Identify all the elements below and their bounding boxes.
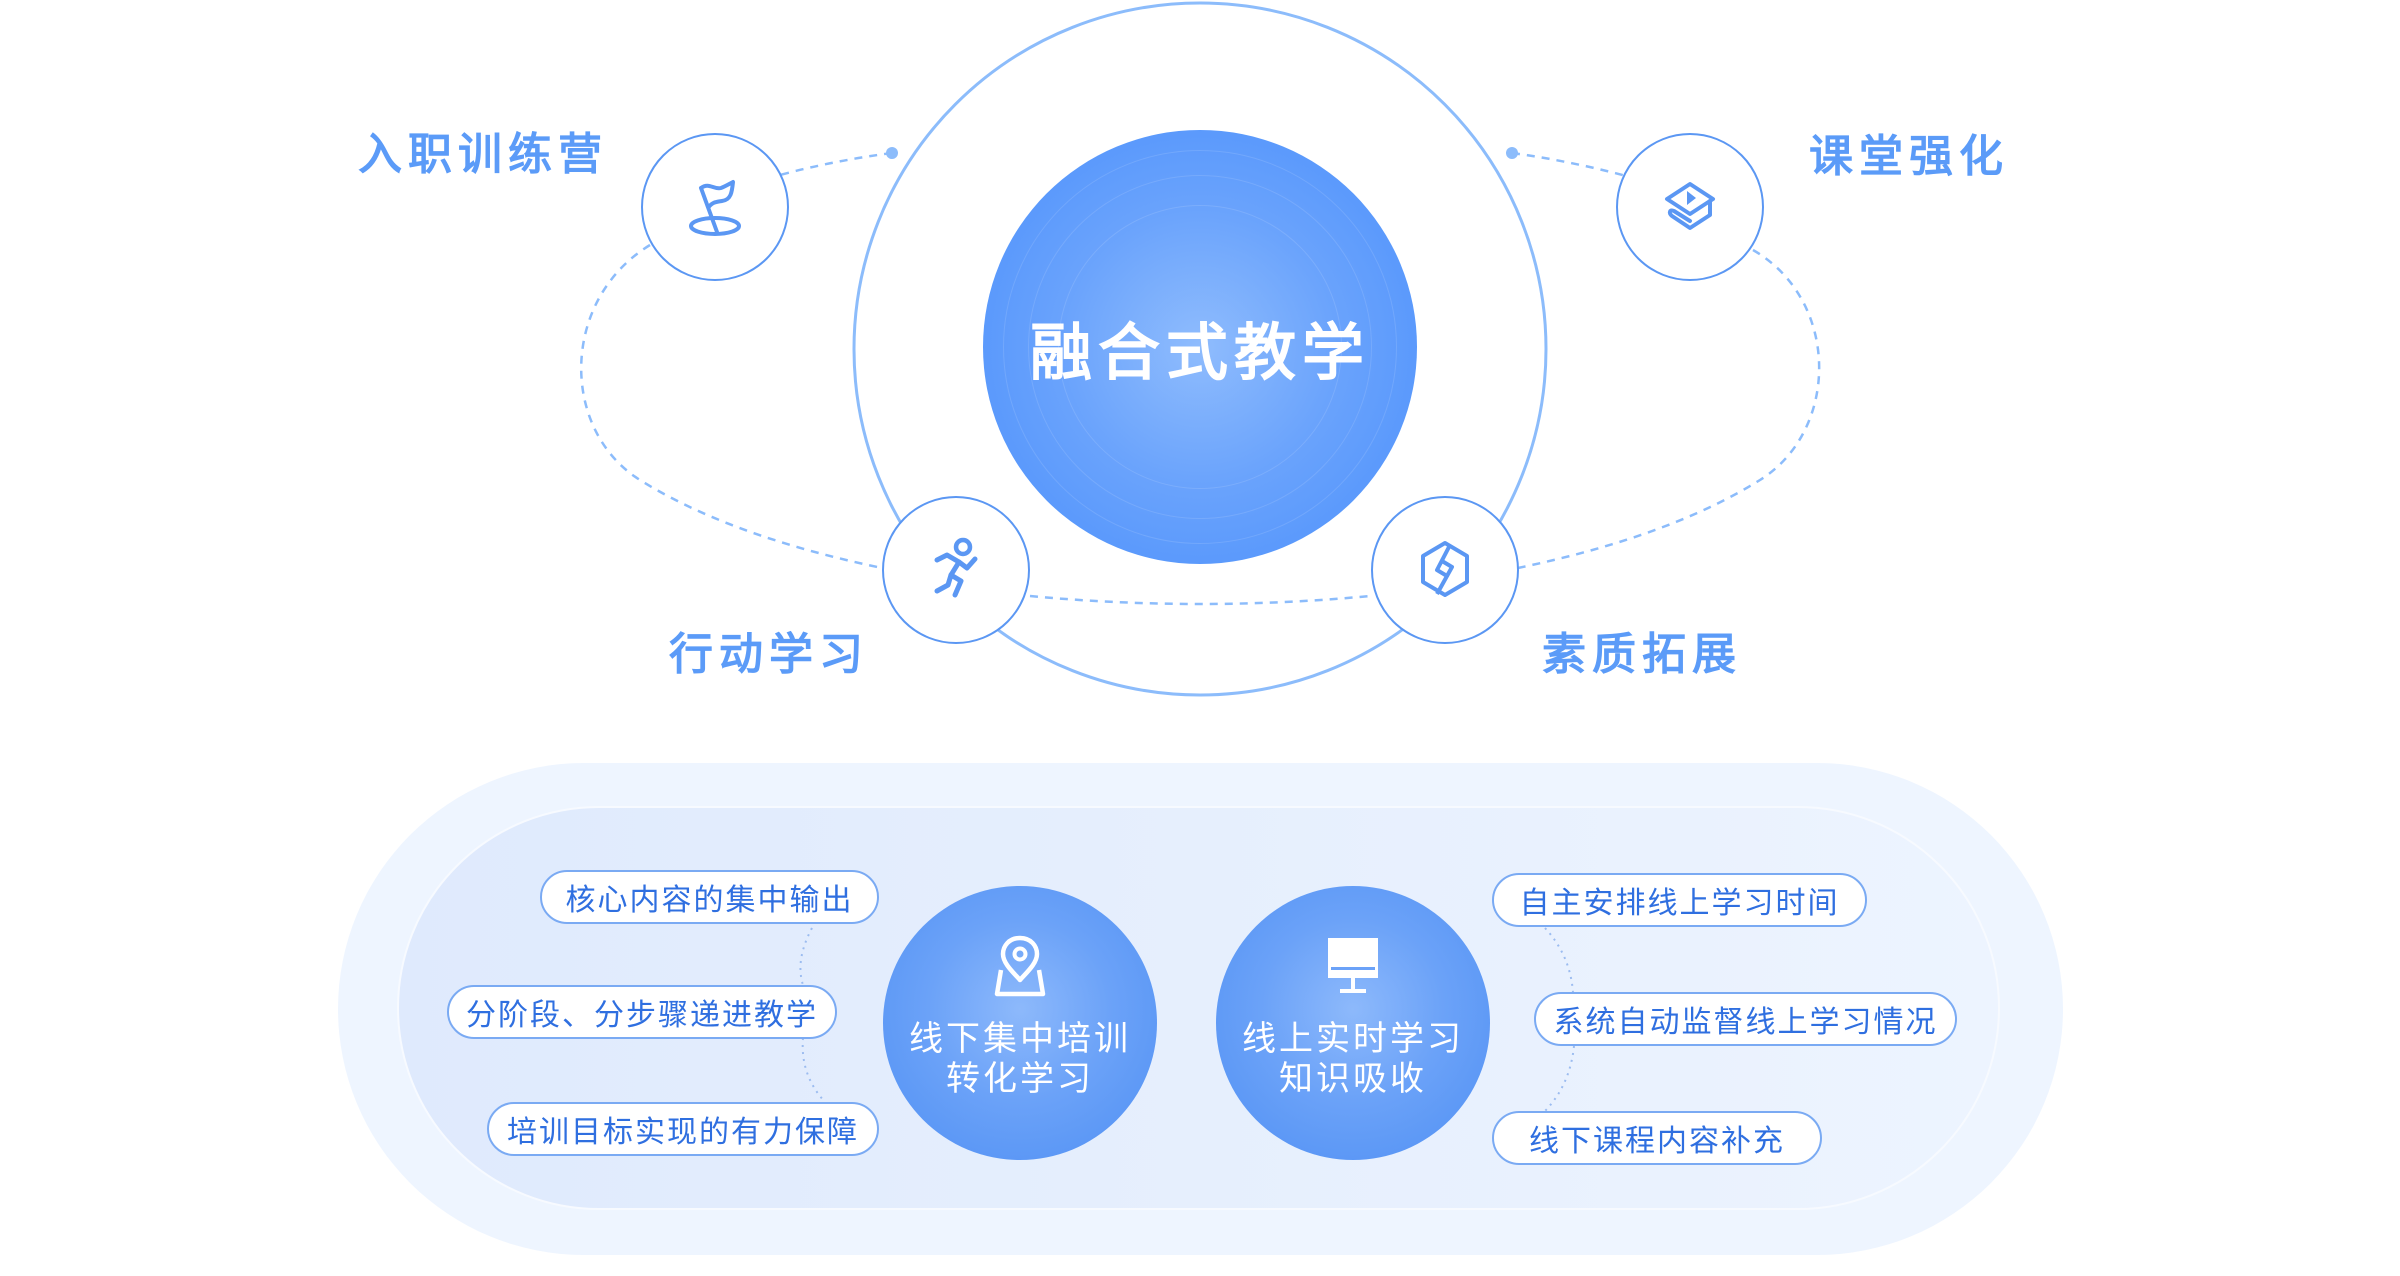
node-quality-expansion	[1371, 496, 1519, 644]
mode-offline-title-line1: 线下集中培训	[909, 1019, 1131, 1059]
offline-point-3: 培训目标实现的有力保障	[487, 1102, 879, 1156]
node-label-classroom: 课堂强化	[1809, 131, 2009, 182]
core-ring	[1058, 205, 1342, 489]
core-title: 融合式教学	[1029, 316, 1370, 389]
core-ring	[1028, 175, 1372, 519]
node-classroom	[1616, 133, 1764, 281]
node-label-quality-expansion: 素质拓展	[1542, 629, 1742, 680]
mode-online-title-line1: 线上实时学习	[1242, 1019, 1464, 1059]
online-point-3: 线下课程内容补充	[1492, 1111, 1822, 1165]
core-ring	[1003, 150, 1397, 544]
online-point-2: 系统自动监督线上学习情况	[1534, 992, 1957, 1046]
mode-offline: 线下集中培训 转化学习	[883, 886, 1157, 1160]
offline-point-2: 分阶段、分步骤递进教学	[447, 985, 837, 1039]
offline-point-1: 核心内容的集中输出	[540, 870, 879, 924]
hexagon-icon	[1421, 541, 1469, 597]
runner-icon	[934, 537, 978, 598]
mode-online: 线上实时学习 知识吸收	[1216, 886, 1490, 1160]
node-label-action-learning: 行动学习	[669, 629, 869, 680]
node-action-learning	[882, 496, 1030, 644]
monitor-icon	[1328, 938, 1378, 993]
mode-offline-title-line2: 转化学习	[946, 1059, 1094, 1099]
mode-online-title-line2: 知识吸收	[1279, 1059, 1427, 1099]
core-circle: 融合式教学	[983, 130, 1417, 564]
node-onboarding	[641, 133, 789, 281]
node-label-onboarding: 入职训练营	[358, 129, 608, 180]
flag-icon	[689, 180, 741, 236]
orbit-lines	[579, 1, 1821, 697]
online-point-1: 自主安排线上学习时间	[1492, 873, 1867, 927]
graduation-cap-play-icon	[1665, 182, 1715, 230]
location-pin-icon	[994, 935, 1046, 997]
